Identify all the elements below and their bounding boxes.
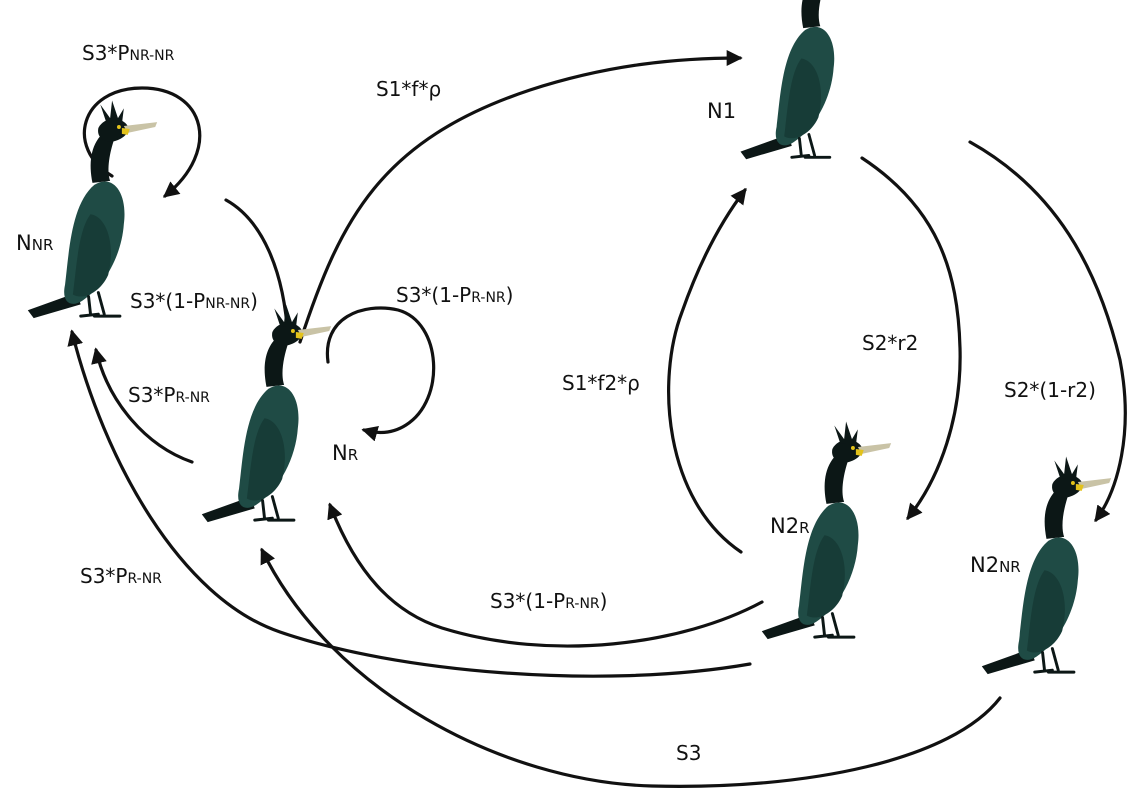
edge-label-n2nr-to-nr: S3 <box>676 741 701 765</box>
edge-self-nr <box>325 306 436 442</box>
edge-label-nr-to-nnr: S3*PR-NR <box>128 383 210 407</box>
edge-label-nr-to-n1: S1*f*ρ <box>376 77 441 101</box>
birds-layer <box>26 0 1113 676</box>
nnr-bird-icon <box>26 99 159 320</box>
nr-bird-icon <box>200 303 333 524</box>
edge-label-self-nnr: S3*PNR-NR <box>82 41 175 65</box>
edge-n2r-to-n1 <box>667 187 747 554</box>
edge-n1-to-n2nr <box>968 140 1127 523</box>
edge-n2r-to-nnr <box>67 329 752 678</box>
edges-layer <box>67 50 1127 788</box>
edge-self-nnr <box>82 86 202 198</box>
edge-n2r-to-nr <box>327 502 764 648</box>
edge-label-n1-to-n2r: S2*r2 <box>862 331 918 355</box>
edge-label-nnr-to-nr: S3*(1-PNR-NR) <box>130 289 258 313</box>
edge-label-self-nr: S3*(1-PR-NR) <box>396 283 513 307</box>
edge-nr-to-nnr <box>91 347 194 464</box>
edge-n1-to-n2r <box>860 156 962 521</box>
node-label-n1: N1 <box>707 99 736 123</box>
node-label-nnr: NNR <box>16 231 53 255</box>
edge-label-n2r-to-nnr: S3*PR-NR <box>80 564 162 588</box>
n1-bird-icon <box>739 0 868 161</box>
edge-label-n2r-to-n1: S1*f2*ρ <box>562 371 640 395</box>
edge-label-n1-to-n2nr: S2*(1-r2) <box>1004 378 1096 402</box>
node-label-nr: NR <box>332 441 358 465</box>
edge-nr-to-n1 <box>298 50 743 344</box>
edge-n2nr-to-nr <box>260 547 1002 788</box>
edge-label-n2r-to-nr: S3*(1-PR-NR) <box>490 589 607 613</box>
node-label-n2nr: N2NR <box>970 553 1021 577</box>
node-label-n2r: N2R <box>770 514 810 538</box>
